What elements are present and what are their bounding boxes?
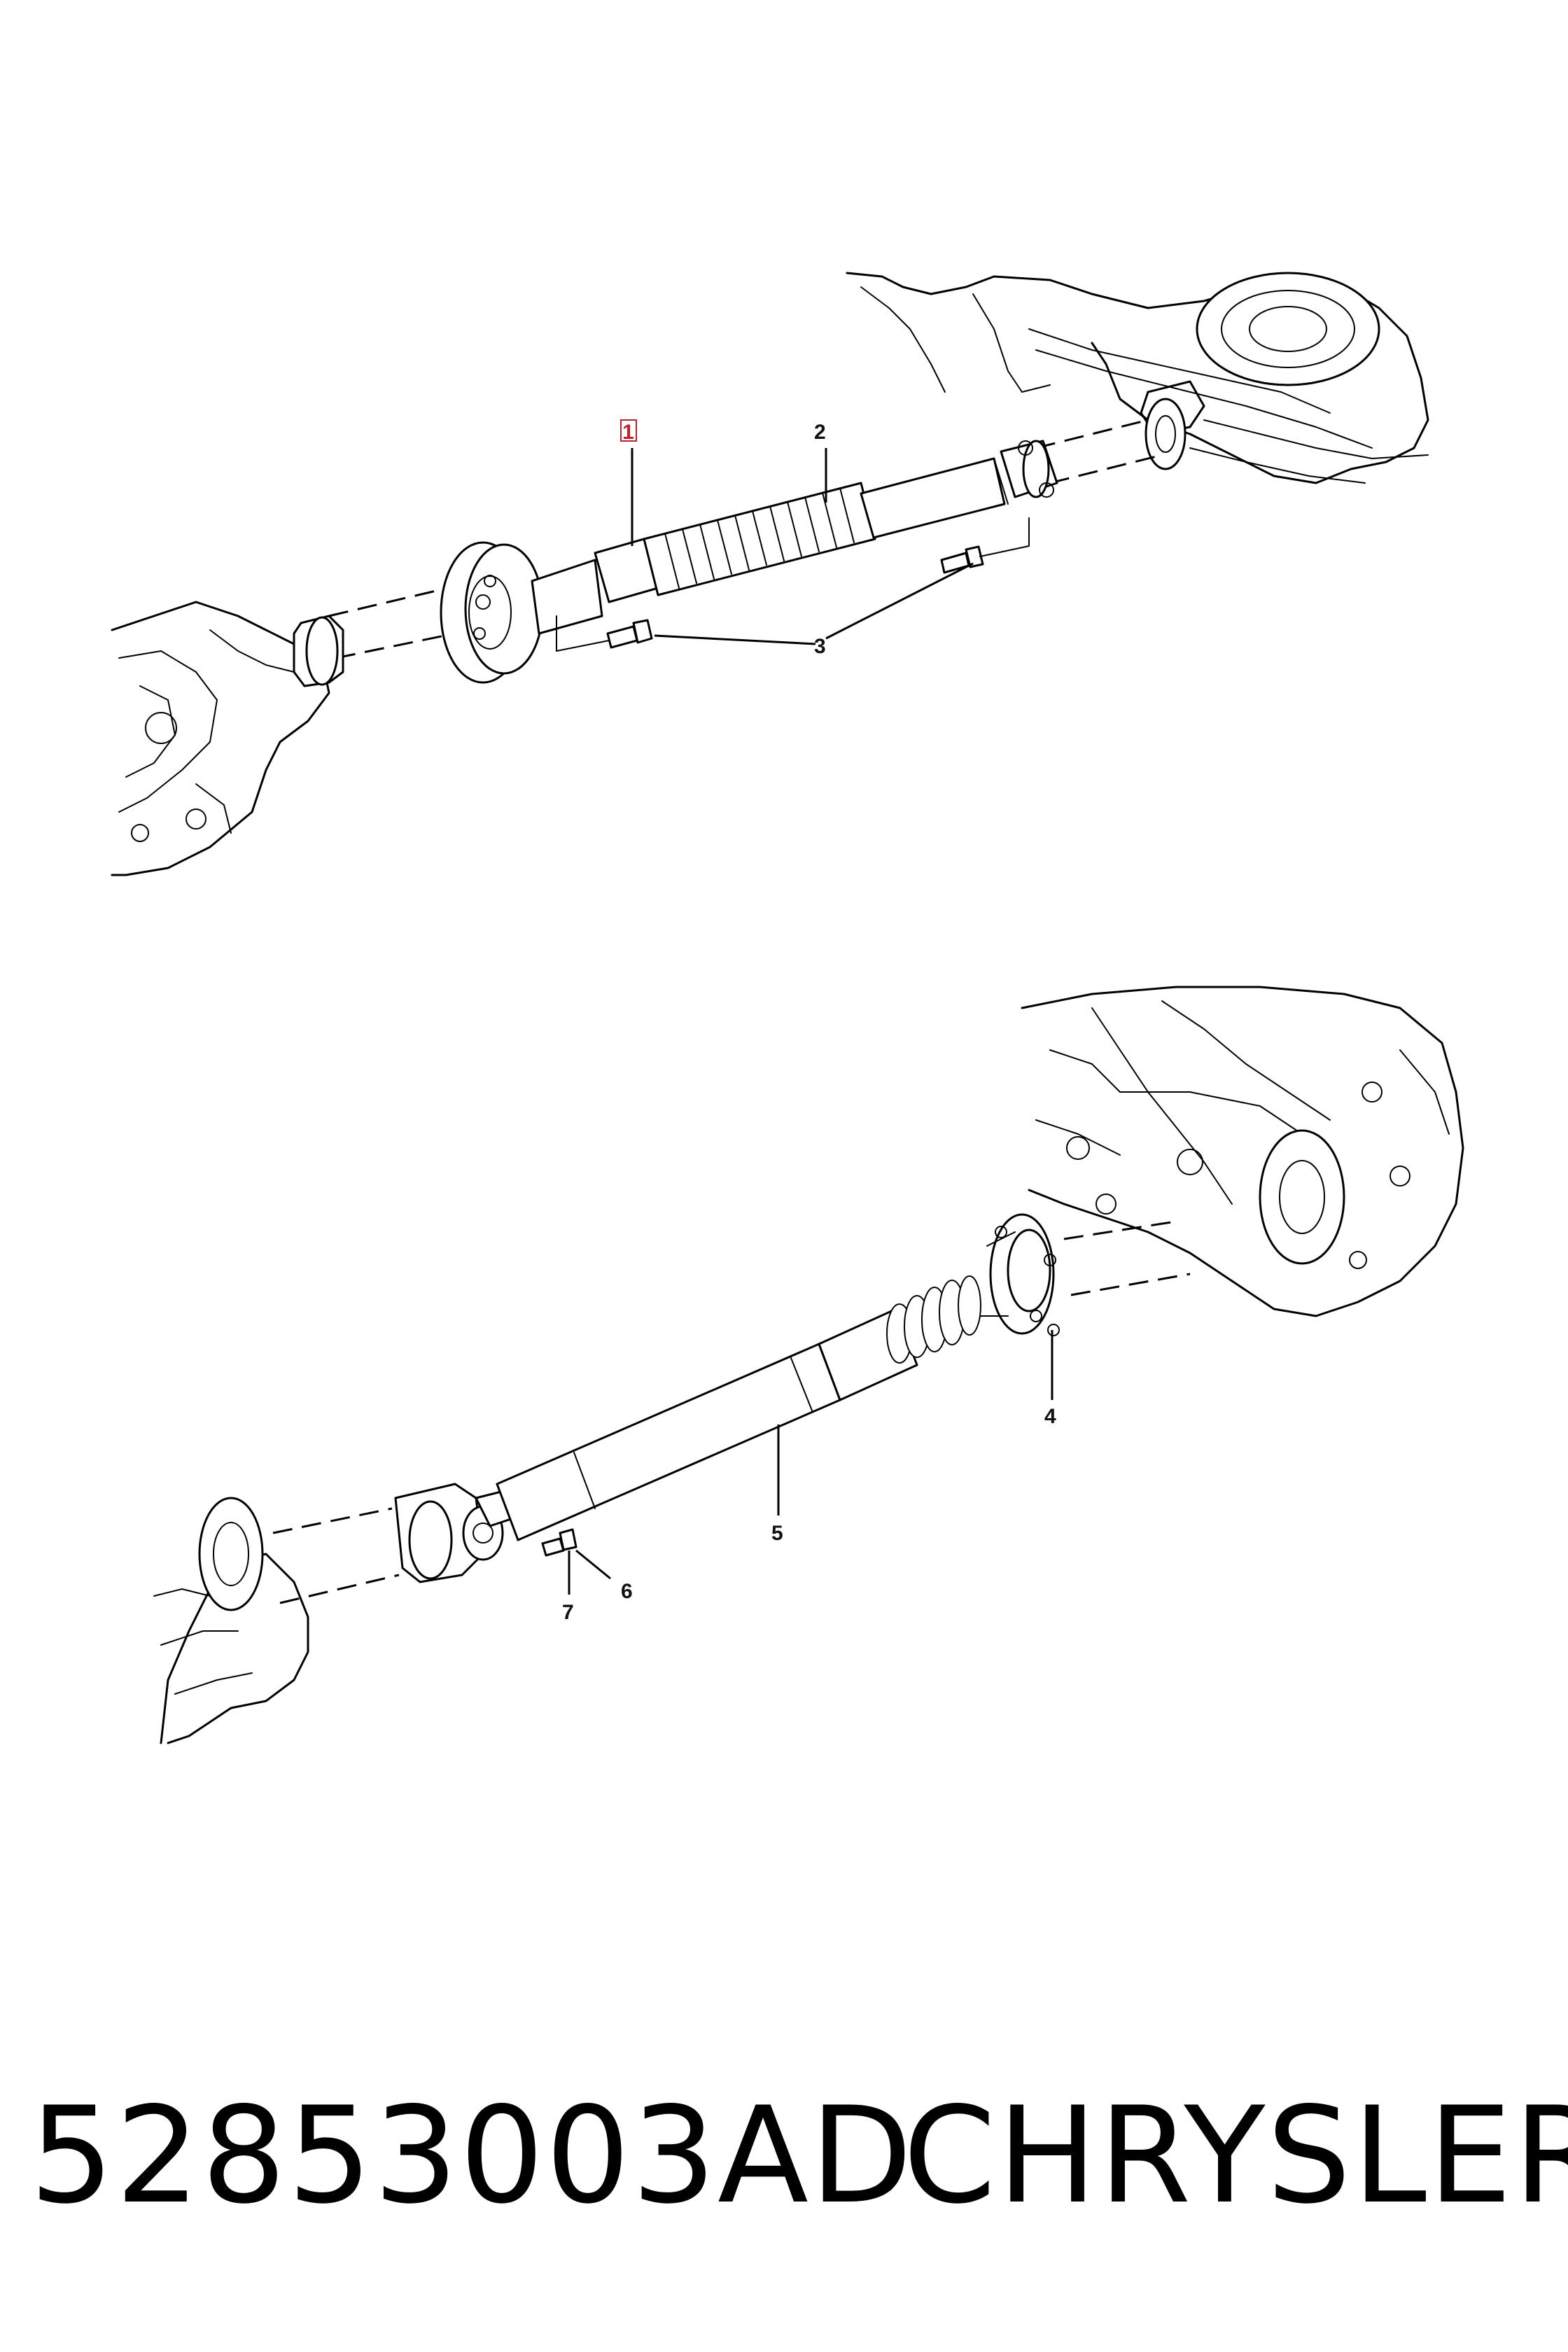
callout-6[interactable]: 6: [621, 1580, 633, 1603]
top-leader-lines: [631, 448, 974, 645]
transmission-output-flange: [293, 615, 344, 687]
top-driveshaft: [440, 440, 1058, 684]
top-dashed-centerlines: [328, 419, 1163, 659]
callout-2[interactable]: 2: [814, 421, 826, 444]
boot-ribs: [664, 487, 855, 589]
callout-1[interactable]: 1: [622, 421, 634, 444]
bottom-bolts: [541, 1528, 578, 1557]
part-number: 52853003AD: [29, 2078, 914, 2233]
bottom-boot-ribs: [886, 1275, 981, 1364]
top-bolts: [556, 517, 1030, 652]
bottom-driveshaft: [394, 1213, 1060, 1583]
bottom-dashed-centerlines: [272, 1220, 1191, 1604]
callout-5[interactable]: 5: [771, 1522, 783, 1545]
rear-axle-assembly: [846, 272, 1429, 484]
transfer-case-housing: [1021, 986, 1464, 1317]
callout-4[interactable]: 4: [1044, 1405, 1056, 1428]
brand-name: CHRYSLER: [903, 2078, 1568, 2233]
callout-1-highlight-box: [620, 419, 637, 442]
front-axle-housing: [153, 1497, 309, 1744]
bottom-leader-lines: [568, 1330, 1054, 1595]
callout-7[interactable]: 7: [562, 1601, 574, 1624]
transmission-housing: [111, 601, 330, 876]
callout-3[interactable]: 3: [814, 635, 826, 658]
